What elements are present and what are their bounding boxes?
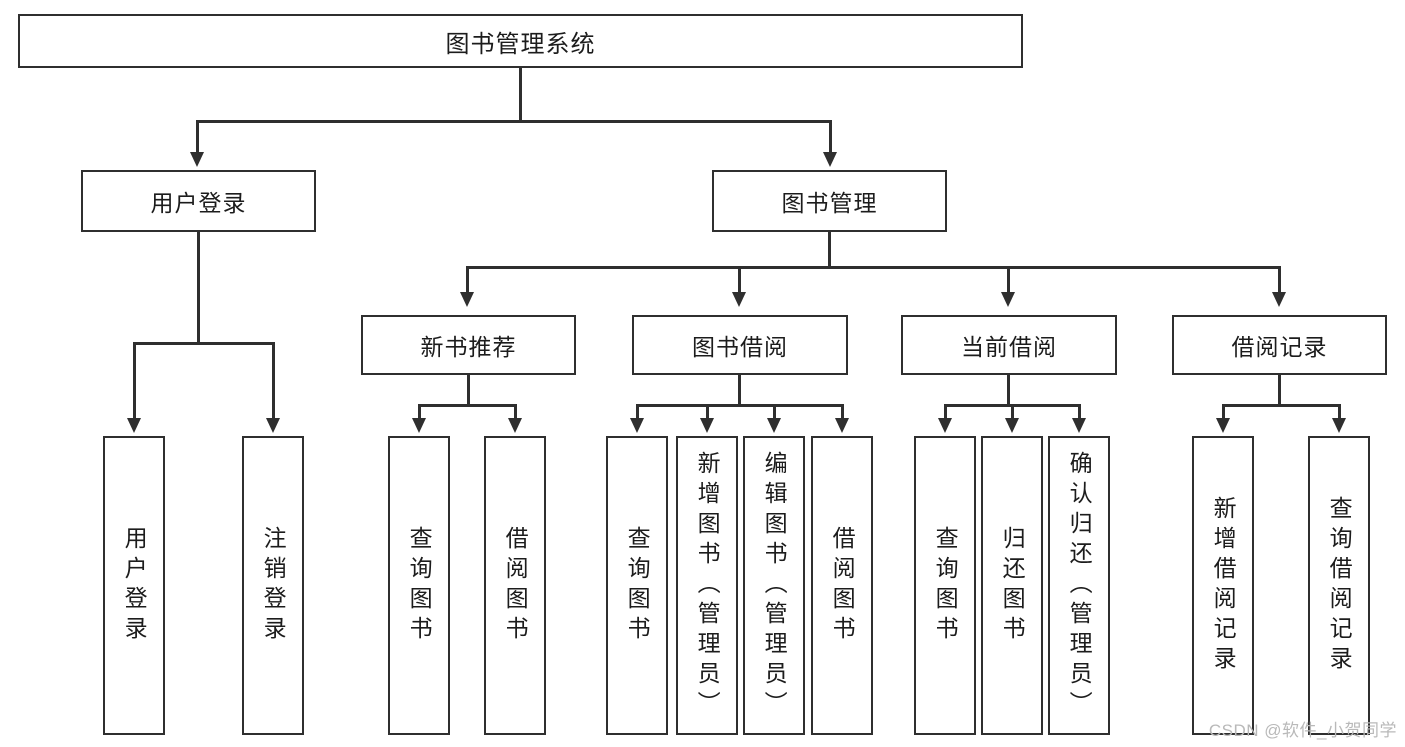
connector-current-borrow-to-leaf-1	[944, 404, 947, 420]
csdn-watermark: CSDN @软件_小贺同学	[1208, 721, 1397, 740]
connector-book-mgmt-to-book-borrow	[738, 266, 741, 294]
connector-current-borrow-stem	[1007, 375, 1010, 404]
connector-book-mgmt-to-new-book	[466, 266, 469, 294]
connector-current-borrow-to-leaf-2	[1011, 404, 1014, 420]
leaf-new-book-borrow-book[interactable]: 借阅图书	[484, 436, 546, 735]
connector-book-borrow-to-leaf-1	[636, 404, 639, 420]
arrow-user-login-to-leaf-1	[127, 418, 141, 433]
node-new-book-recommend[interactable]: 新书推荐	[361, 315, 576, 375]
arrow-new-book-to-leaf-2	[508, 418, 522, 433]
connector-user-login-bus	[133, 342, 274, 345]
connector-book-mgmt-bus	[466, 266, 1280, 269]
leaf-book-borrow-borrow-book[interactable]: 借阅图书	[811, 436, 873, 735]
connector-borrow-record-bus	[1222, 404, 1340, 407]
connector-book-mgmt-stem	[828, 232, 831, 266]
arrow-root-to-book-mgmt	[823, 152, 837, 167]
connector-book-borrow-to-leaf-2	[706, 404, 709, 420]
connector-user-login-to-leaf-2	[272, 342, 275, 420]
node-book-borrow[interactable]: 图书借阅	[632, 315, 848, 375]
node-user-login[interactable]: 用户登录	[81, 170, 316, 232]
node-current-borrow[interactable]: 当前借阅	[901, 315, 1117, 375]
leaf-borrow-record-query-record[interactable]: 查询借阅记录	[1308, 436, 1370, 735]
connector-book-mgmt-to-current-borrow	[1007, 266, 1010, 294]
connector-book-borrow-bus	[636, 404, 844, 407]
connector-book-borrow-to-leaf-4	[841, 404, 844, 420]
node-root-system[interactable]: 图书管理系统	[18, 14, 1023, 68]
arrow-book-borrow-to-leaf-4	[835, 418, 849, 433]
node-book-management[interactable]: 图书管理	[712, 170, 947, 232]
leaf-borrow-record-add-record[interactable]: 新增借阅记录	[1192, 436, 1254, 735]
connector-new-book-to-leaf-1	[418, 404, 421, 420]
connector-book-borrow-to-leaf-3	[773, 404, 776, 420]
connector-user-login-to-leaf-1	[133, 342, 136, 420]
leaf-user-login-login[interactable]: 用户登录	[103, 436, 165, 735]
arrow-book-mgmt-to-current-borrow	[1001, 292, 1015, 307]
arrow-borrow-record-to-leaf-1	[1216, 418, 1230, 433]
connector-user-login-stem	[197, 232, 200, 342]
arrow-book-mgmt-to-book-borrow	[732, 292, 746, 307]
leaf-user-login-logout[interactable]: 注销登录	[242, 436, 304, 735]
connector-new-book-to-leaf-2	[514, 404, 517, 420]
arrow-root-to-user-login	[190, 152, 204, 167]
leaf-book-borrow-edit-book-admin[interactable]: 编辑图书（管理员）	[743, 436, 805, 735]
leaf-book-borrow-query-book[interactable]: 查询图书	[606, 436, 668, 735]
connector-root-to-book-mgmt	[829, 120, 832, 154]
arrow-book-borrow-to-leaf-1	[630, 418, 644, 433]
connector-book-mgmt-to-borrow-record	[1278, 266, 1281, 294]
connector-new-book-stem	[467, 375, 470, 404]
leaf-current-borrow-confirm-return-admin[interactable]: 确认归还（管理员）	[1048, 436, 1110, 735]
arrow-current-borrow-to-leaf-3	[1072, 418, 1086, 433]
connector-current-borrow-to-leaf-3	[1078, 404, 1081, 420]
arrow-book-borrow-to-leaf-3	[767, 418, 781, 433]
leaf-new-book-query-book[interactable]: 查询图书	[388, 436, 450, 735]
arrow-user-login-to-leaf-2	[266, 418, 280, 433]
leaf-current-borrow-query-book[interactable]: 查询图书	[914, 436, 976, 735]
arrow-book-mgmt-to-borrow-record	[1272, 292, 1286, 307]
connector-borrow-record-to-leaf-1	[1222, 404, 1225, 420]
connector-new-book-bus	[418, 404, 516, 407]
arrow-borrow-record-to-leaf-2	[1332, 418, 1346, 433]
arrow-book-mgmt-to-new-book	[460, 292, 474, 307]
arrow-book-borrow-to-leaf-2	[700, 418, 714, 433]
arrow-current-borrow-to-leaf-2	[1005, 418, 1019, 433]
leaf-book-borrow-add-book-admin[interactable]: 新增图书（管理员）	[676, 436, 738, 735]
arrow-new-book-to-leaf-1	[412, 418, 426, 433]
connector-root-bus	[196, 120, 832, 123]
connector-root-to-user-login	[196, 120, 199, 154]
connector-root-stem	[519, 68, 522, 120]
connector-borrow-record-stem	[1278, 375, 1281, 404]
connector-borrow-record-to-leaf-2	[1338, 404, 1341, 420]
connector-book-borrow-stem	[738, 375, 741, 404]
leaf-current-borrow-return-book[interactable]: 归还图书	[981, 436, 1043, 735]
node-borrow-record[interactable]: 借阅记录	[1172, 315, 1387, 375]
arrow-current-borrow-to-leaf-1	[938, 418, 952, 433]
